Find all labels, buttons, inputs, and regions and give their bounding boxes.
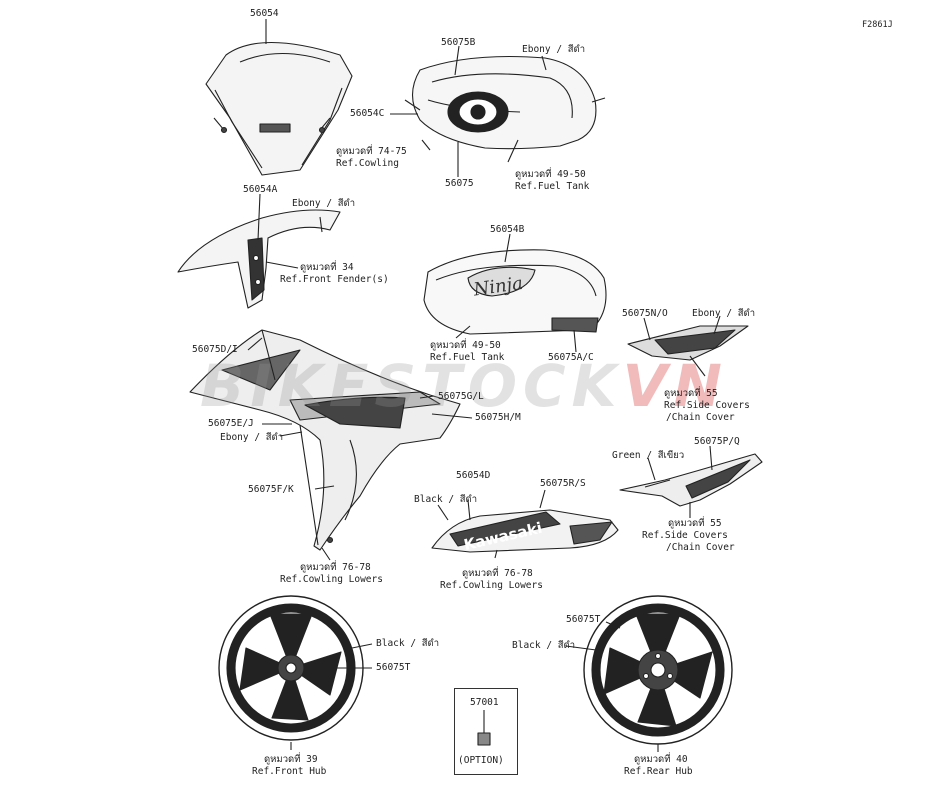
color-black-lower: Black / สีดำ — [414, 494, 478, 505]
part-56075[interactable]: 56075 — [445, 178, 474, 189]
watermark: BIKESTOCKVN — [200, 352, 728, 420]
figure-code: F2861J — [862, 20, 893, 30]
side-cover-lower-part — [619, 453, 763, 507]
part-57001[interactable]: 57001 — [470, 697, 499, 708]
part-56075t-front[interactable]: 56075T — [376, 662, 411, 673]
part-56054a[interactable]: 56054A — [243, 184, 278, 195]
part-56075f-k[interactable]: 56075F/K — [248, 484, 294, 495]
part-56075g-l[interactable]: 56075G/L — [438, 391, 484, 402]
part-56075b[interactable]: 56075B — [441, 37, 476, 48]
part-56075t-rear[interactable]: 56075T — [566, 614, 601, 625]
part-56054d[interactable]: 56054D — [456, 470, 491, 481]
rear-wheel-part — [583, 595, 733, 745]
part-56075r-s[interactable]: 56075R/S — [540, 478, 586, 489]
part-56075e-j[interactable]: 56075E/J — [208, 418, 254, 429]
part-56075n-o[interactable]: 56075N/O — [622, 308, 668, 319]
part-56054b[interactable]: 56054B — [490, 224, 525, 235]
color-ebony-cowling: Ebony / สีดำ — [220, 432, 284, 443]
front-wheel-part — [218, 595, 364, 741]
part-56075p-q[interactable]: 56075P/Q — [694, 436, 740, 447]
part-56075a-c[interactable]: 56075A/C — [548, 352, 594, 363]
color-green-side: Green / สีเขียว — [612, 450, 685, 461]
option-part-drawing — [477, 710, 491, 746]
part-56054[interactable]: 56054 — [250, 8, 279, 19]
option-box: 57001 (OPTION) — [454, 688, 518, 775]
color-ebony-side: Ebony / สีดำ — [692, 308, 756, 319]
color-ebony-fender: Ebony / สีดำ — [292, 198, 356, 209]
fuel-tank-top-part — [404, 55, 606, 151]
lower-cowling-part — [431, 509, 619, 553]
part-56054c[interactable]: 56054C — [350, 108, 385, 119]
front-fender-part — [177, 209, 341, 309]
side-cover-upper-part — [627, 325, 749, 361]
part-56075d-i[interactable]: 56075D/I — [192, 344, 238, 355]
cowling-part — [189, 329, 461, 551]
color-black-front-wheel: Black / สีดำ — [376, 638, 440, 649]
fuel-tank-side-part — [423, 249, 607, 335]
option-label: (OPTION) — [458, 755, 504, 766]
color-black-rear-wheel: Black / สีดำ — [512, 640, 576, 651]
color-ebony-tank: Ebony / สีดำ — [522, 44, 586, 55]
part-56075h-m[interactable]: 56075H/M — [475, 412, 521, 423]
windshield-part — [205, 41, 353, 176]
